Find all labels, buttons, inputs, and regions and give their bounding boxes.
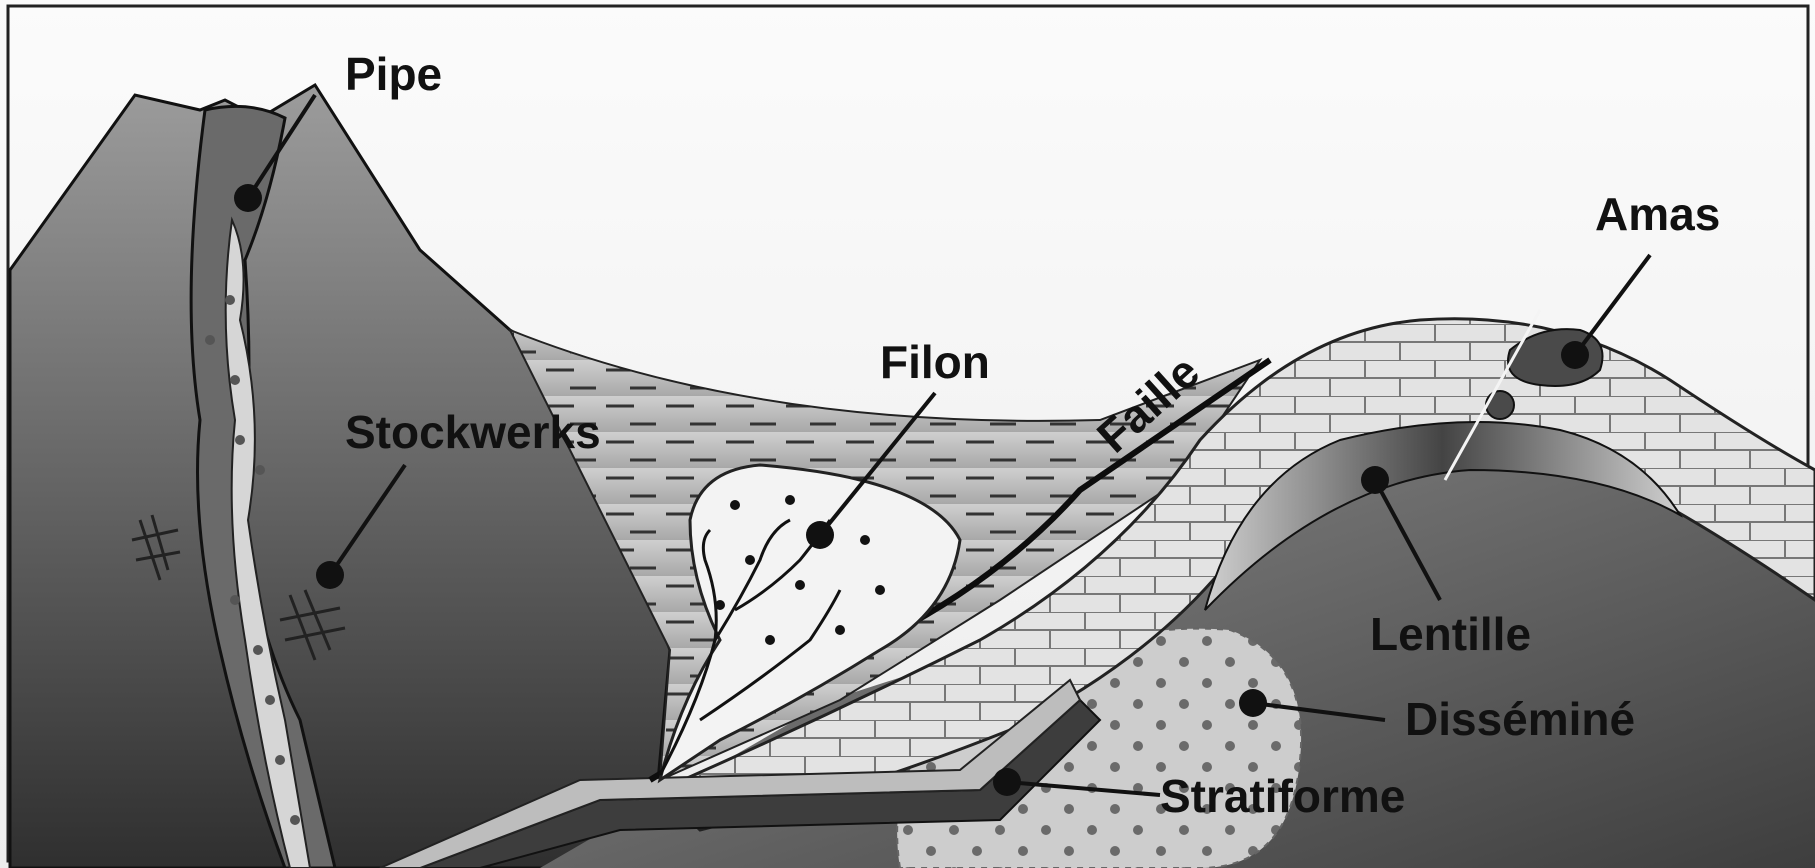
amas-small-pod (1486, 391, 1514, 419)
label-amas: Amas (1595, 188, 1720, 240)
label-lentille: Lentille (1370, 608, 1531, 660)
label-pipe: Pipe (345, 48, 442, 100)
label-filon: Filon (880, 336, 990, 388)
label-stratiforme: Stratiforme (1160, 770, 1405, 822)
label-dissemine: Disséminé (1405, 693, 1635, 745)
label-stockwerks: Stockwerks (345, 406, 601, 458)
